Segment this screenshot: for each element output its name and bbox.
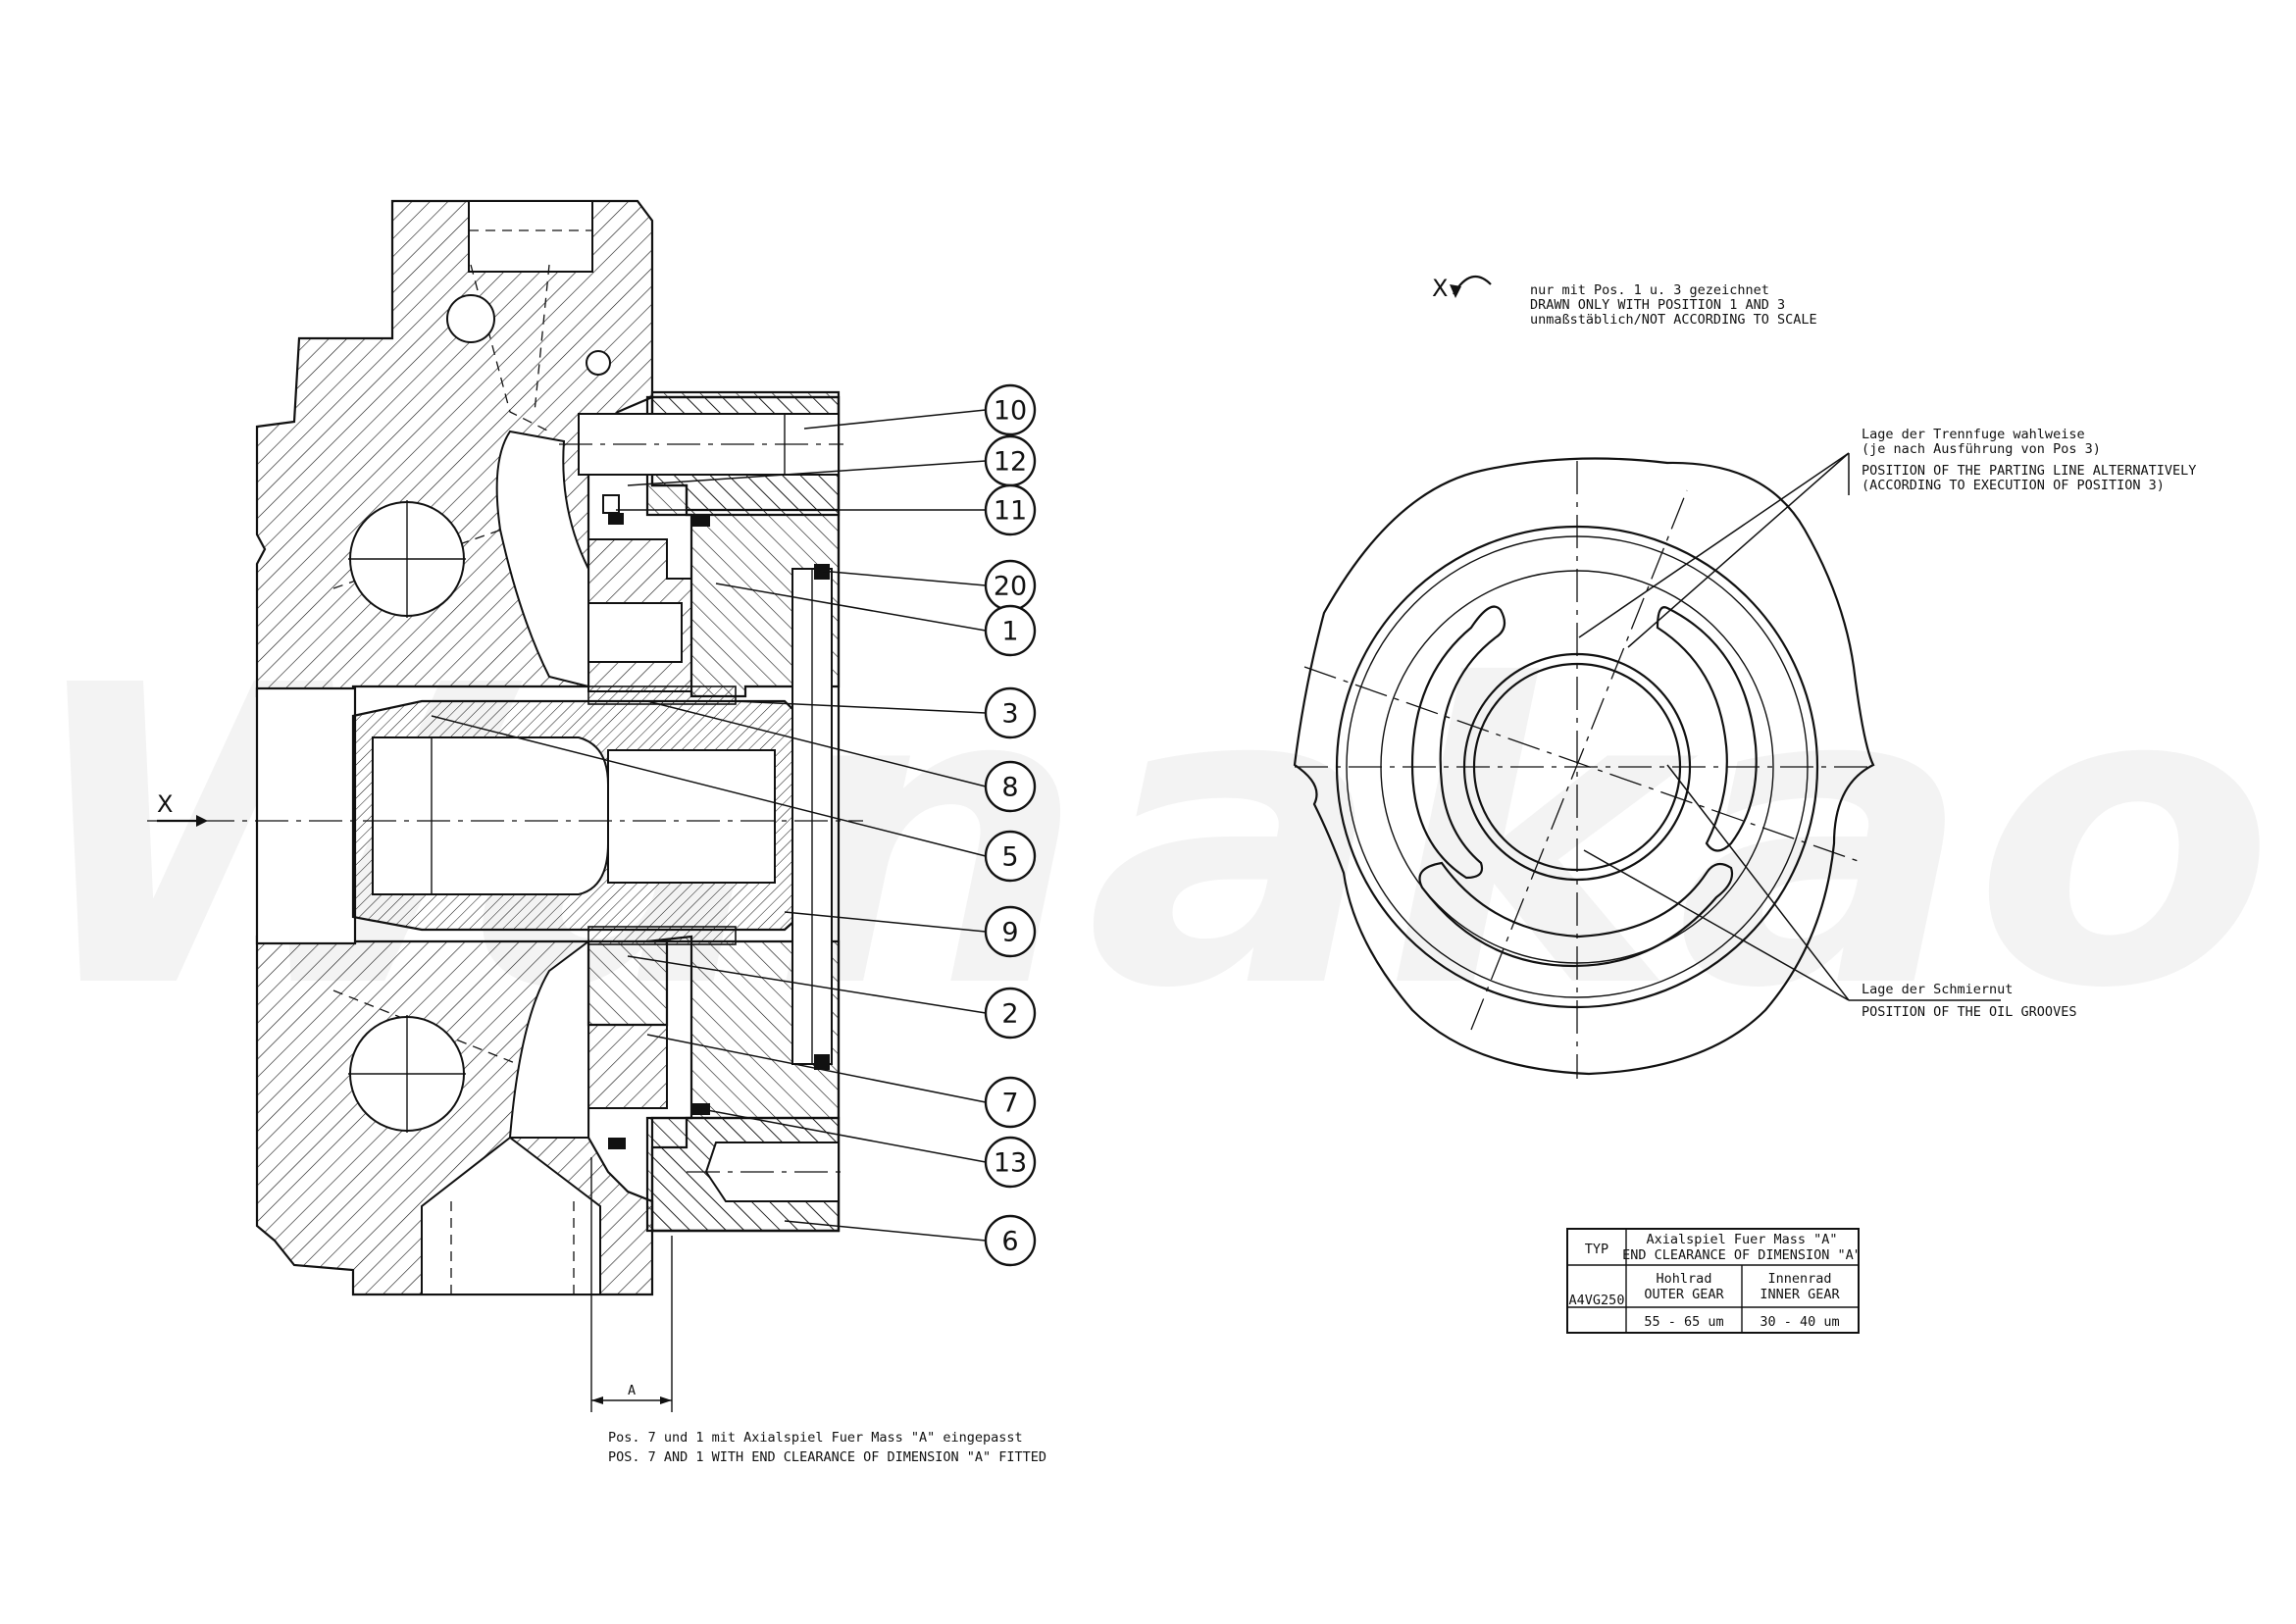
position-number: 8 — [1001, 773, 1018, 803]
gear-part-1-bore — [587, 602, 683, 663]
position-bubble: 5 — [984, 830, 1037, 883]
table-typ-header: TYP — [1585, 1242, 1608, 1257]
position-number: 3 — [1001, 699, 1018, 730]
position-bubble: 3 — [984, 686, 1037, 739]
kidney-slot-lower — [1418, 861, 1734, 968]
clearance-table: TYP Axialspiel Fuer Mass "A" END CLEARAN… — [1566, 1228, 1862, 1334]
kidney-slot-upper — [1410, 605, 1506, 880]
position-number: 5 — [1001, 842, 1018, 873]
leader-lines — [431, 409, 987, 1242]
housing-contour — [1293, 457, 1875, 1076]
position-bubble: 13 — [984, 1136, 1037, 1189]
position-bubble: 8 — [984, 760, 1037, 813]
view-x-label: X — [1432, 275, 1448, 302]
position-number: 20 — [994, 572, 1027, 602]
view-note-line2: DRAWN ONLY WITH POSITION 1 AND 3 — [1530, 297, 1785, 313]
table-type-value: A4VG250 — [1569, 1293, 1625, 1308]
position-number: 1 — [1001, 617, 1018, 647]
port-bore-upper — [468, 200, 593, 273]
position-number: 2 — [1001, 999, 1018, 1030]
fit-note-en: POS. 7 AND 1 WITH END CLEARANCE OF DIMEN… — [608, 1449, 1046, 1465]
dimension-a-label: A — [628, 1383, 636, 1398]
kidney-passage-upper — [495, 430, 589, 688]
table-inner-de: Innenrad — [1767, 1271, 1831, 1287]
kidney-slot-right — [1656, 606, 1758, 852]
position-bubble: 9 — [984, 905, 1037, 958]
parting-note-line2: (je nach Ausführung von Pos 3) — [1862, 441, 2101, 457]
groove-note-line2: POSITION OF THE OIL GROOVES — [1862, 1004, 2076, 1020]
gear-part-7 — [587, 1024, 668, 1109]
position-bubble: 6 — [984, 1214, 1037, 1267]
position-number: 7 — [1001, 1089, 1018, 1119]
groove-note-line1: Lage der Schmiernut — [1862, 982, 2013, 997]
parting-note-line3: POSITION OF THE PARTING LINE ALTERNATIVE… — [1862, 463, 2196, 479]
position-number: 10 — [994, 396, 1027, 427]
view-arrow-label: X — [157, 790, 173, 818]
position-bubble: 10 — [984, 383, 1037, 436]
table-clearance-header-de: Axialspiel Fuer Mass "A" — [1646, 1232, 1837, 1247]
table-inner-value: 30 - 40 um — [1760, 1314, 1839, 1330]
port-bore-lower — [421, 1136, 601, 1295]
table-outer-value: 55 - 65 um — [1644, 1314, 1723, 1330]
shaft-bore — [372, 736, 609, 895]
kidney-passage-lower — [508, 939, 589, 1139]
view-note-line3: unmaßstäblich/NOT ACCORDING TO SCALE — [1530, 312, 1817, 328]
view-note-line1: nur mit Pos. 1 u. 3 gezeichnet — [1530, 282, 1769, 298]
fit-note-de: Pos. 7 und 1 mit Axialspiel Fuer Mass "A… — [608, 1430, 1023, 1446]
position-number: 13 — [994, 1148, 1027, 1179]
central-bore — [255, 686, 357, 945]
position-bubble: 1 — [984, 604, 1037, 657]
position-bubble: 2 — [984, 987, 1037, 1040]
view-x-arrow-icon — [1453, 275, 1492, 295]
position-bubble: 12 — [984, 434, 1037, 487]
table-clearance-header-en: END CLEARANCE OF DIMENSION "A" — [1622, 1247, 1862, 1263]
table-outer-en: OUTER GEAR — [1644, 1287, 1724, 1302]
view-x: X nur mit Pos. 1 u. 3 gezeichnet DRAWN O… — [1293, 275, 2196, 1079]
table-outer-de: Hohlrad — [1657, 1271, 1712, 1287]
position-number: 9 — [1001, 918, 1018, 948]
table-inner-en: INNER GEAR — [1760, 1287, 1840, 1302]
position-bubble: 11 — [984, 483, 1037, 536]
position-number: 6 — [1001, 1227, 1018, 1257]
position-bubble: 7 — [984, 1076, 1037, 1129]
position-number: 11 — [994, 496, 1027, 527]
position-bubble: 20 — [984, 559, 1037, 612]
parting-note-line4: (ACCORDING TO EXECUTION OF POSITION 3) — [1862, 478, 2165, 493]
parting-note-line1: Lage der Trennfuge wahlweise — [1862, 427, 2085, 442]
position-number: 12 — [994, 447, 1027, 478]
section-view: X A Pos. 7 und 1 mit Axialspiel Fuer Mas… — [147, 199, 1046, 1465]
